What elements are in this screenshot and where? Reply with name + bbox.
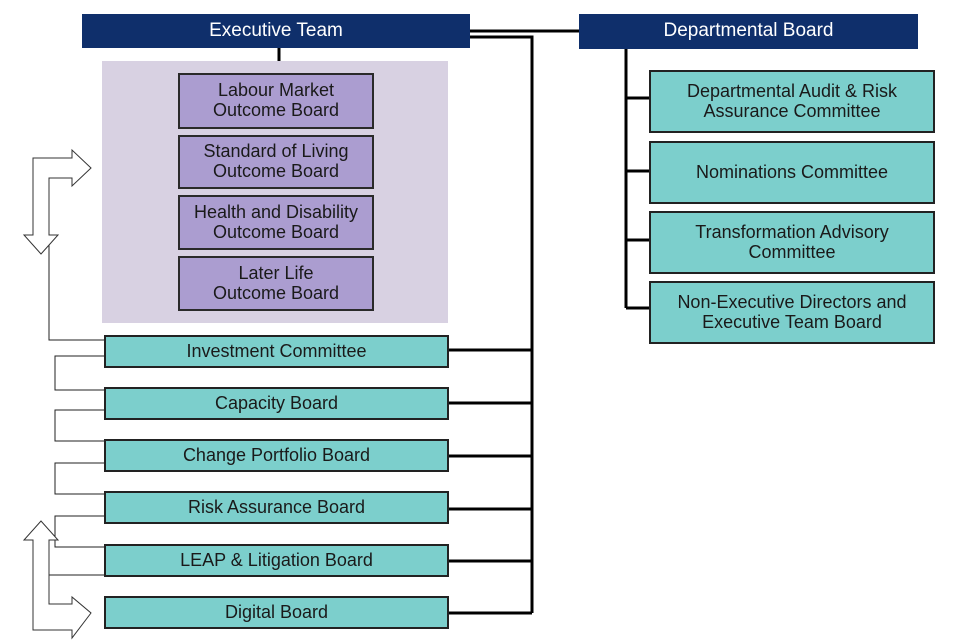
committee-label: Transformation Advisory Committee	[695, 221, 889, 262]
board-leap-litigation[interactable]: LEAP & Litigation Board	[104, 544, 449, 577]
board-digital[interactable]: Digital Board	[104, 596, 449, 629]
exec-trunk-line	[470, 35, 534, 613]
committee-transformation-advisory[interactable]: Transformation Advisory Committee	[649, 211, 935, 274]
board-investment-committee[interactable]: Investment Committee	[104, 335, 449, 368]
board-label: Investment Committee	[186, 340, 367, 361]
arrow-bottom-icon	[22, 520, 92, 640]
arrow-top-icon	[22, 148, 92, 255]
committee-nominations[interactable]: Nominations Committee	[649, 141, 935, 204]
committee-label: Nominations Committee	[695, 161, 889, 182]
departmental-board-label: Departmental Board	[663, 20, 834, 42]
flow-line-5	[54, 515, 105, 548]
executive-team-label: Executive Team	[209, 19, 343, 41]
outcome-board-standard-of-living[interactable]: Standard of Living Outcome Board	[178, 135, 374, 189]
committee-audit-risk[interactable]: Departmental Audit & Risk Assurance Comm…	[649, 70, 935, 133]
board-label: Risk Assurance Board	[187, 496, 366, 517]
committee-label: Non-Executive Directors and Executive Te…	[677, 291, 907, 332]
outcome-board-label: Standard of Living Outcome Board	[203, 141, 349, 181]
committee-non-executive-directors[interactable]: Non-Executive Directors and Executive Te…	[649, 281, 935, 344]
outcome-board-label: Labour Market Outcome Board	[212, 80, 340, 120]
departmental-board-header[interactable]: Departmental Board	[579, 14, 918, 49]
flow-line-4	[54, 462, 105, 495]
executive-team-header[interactable]: Executive Team	[82, 14, 470, 48]
board-change-portfolio[interactable]: Change Portfolio Board	[104, 439, 449, 472]
committee-label: Departmental Audit & Risk Assurance Comm…	[686, 80, 898, 121]
flow-line-1	[48, 185, 105, 341]
flow-line-3	[54, 409, 105, 442]
board-label: Digital Board	[224, 601, 329, 622]
board-label: Change Portfolio Board	[182, 444, 371, 465]
board-label: Capacity Board	[214, 392, 339, 413]
outcome-board-later-life[interactable]: Later Life Outcome Board	[178, 256, 374, 311]
outcome-board-health-disability[interactable]: Health and Disability Outcome Board	[178, 195, 374, 250]
flow-line-2	[54, 355, 105, 391]
board-label: LEAP & Litigation Board	[180, 549, 373, 570]
outcome-board-label: Health and Disability Outcome Board	[193, 201, 359, 242]
outcome-board-label: Later Life Outcome Board	[212, 262, 340, 303]
board-capacity[interactable]: Capacity Board	[104, 387, 449, 420]
outcome-board-labour-market[interactable]: Labour Market Outcome Board	[178, 73, 374, 129]
board-risk-assurance[interactable]: Risk Assurance Board	[104, 491, 449, 524]
flow-line-6	[48, 574, 105, 590]
